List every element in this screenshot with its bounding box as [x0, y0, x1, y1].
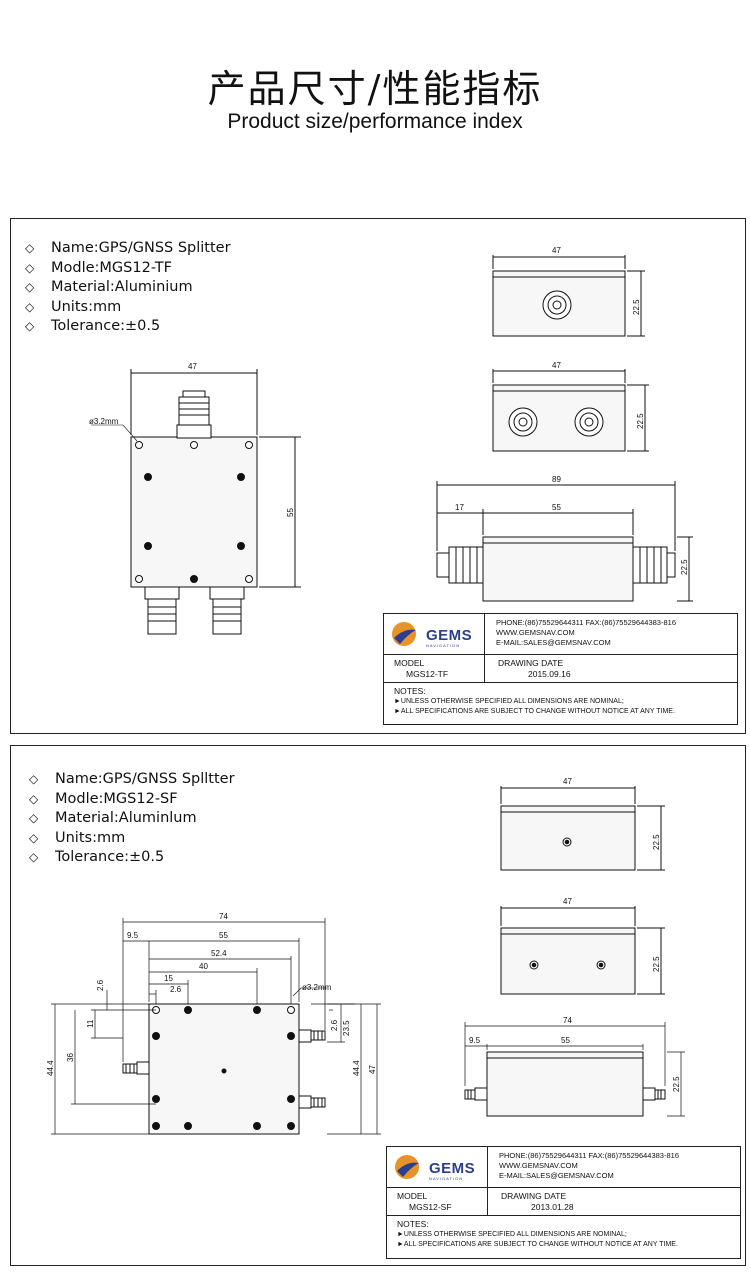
- side-view: [464, 1022, 685, 1117]
- end-view-single: [492, 255, 645, 337]
- dim-total-width: 74: [219, 912, 228, 921]
- end-view-single: [500, 786, 665, 871]
- dim-h444-right: 44.4: [352, 1060, 361, 1076]
- title-block: GEMS NAVIGATION PHONE:(86)75529644311 FA…: [383, 613, 738, 725]
- model-label: MODEL: [397, 1191, 428, 1201]
- dim-front-width: 47: [552, 361, 561, 370]
- dim-h36: 36: [66, 1053, 75, 1062]
- company-logo: GEMS NAVIGATION: [384, 614, 485, 654]
- end-view-double: [500, 906, 665, 995]
- spec-item: ◇Tolerance:±0.5: [25, 318, 161, 334]
- dim-side-left: 17: [455, 503, 464, 512]
- dim-side-total: 89: [552, 475, 561, 484]
- logo-text: GEMS: [429, 1160, 476, 1177]
- end-view-double: [492, 369, 649, 452]
- main-view: [51, 918, 381, 1135]
- spec-item: ◇Tolerance:±0.5: [29, 849, 165, 865]
- dim-r26: 2.6: [330, 1019, 339, 1031]
- company-logo: GEMS NAVIGATION: [387, 1147, 488, 1187]
- dim-h47: 47: [368, 1065, 377, 1074]
- model-value: MGS12-TF: [406, 669, 449, 679]
- spec-item: ◇Name:GPS/GNSS Splitter: [25, 240, 231, 256]
- drawing-tf: 47 55 ø3.2mm 47 22.5 47 22.5: [89, 246, 693, 635]
- date-label: DRAWING DATE: [501, 1191, 567, 1201]
- date-value: 2013.01.28: [531, 1202, 574, 1212]
- logo-globe-icon: [392, 622, 416, 646]
- dim-front-width: 47: [563, 897, 572, 906]
- dim-side-height: 22.5: [680, 559, 689, 575]
- dim-hole: ø3.2mm: [89, 417, 119, 426]
- dim-side-height: 22.5: [672, 1076, 681, 1092]
- dim-h235: 23.5: [342, 1020, 351, 1036]
- dim-side-left: 9.5: [469, 1036, 481, 1045]
- notes: NOTES: ►UNLESS OTHERWISE SPECIFIED ALL D…: [397, 1219, 678, 1248]
- page-title-cn: 产品尺寸/性能指标: [207, 67, 543, 111]
- date-label: DRAWING DATE: [498, 658, 564, 668]
- spec-item: ◇Modle:MGS12-TF: [25, 259, 172, 276]
- logo-subtext: NAVIGATION: [426, 643, 461, 648]
- dim-w40: 40: [199, 962, 208, 971]
- dim-offset: 9.5: [127, 931, 139, 940]
- dim-side-body: 55: [561, 1036, 570, 1045]
- dim-top-width: 47: [552, 246, 561, 255]
- side-view: [436, 481, 693, 602]
- spec-list: ◇Name:GPS/GNSS Splitter ◇Modle:MGS12-TF …: [25, 239, 231, 337]
- dim-top-width: 47: [563, 777, 572, 786]
- main-view: [91, 369, 301, 635]
- title-block: GEMS NAVIGATION PHONE:(86)75529644311 FA…: [386, 1146, 741, 1259]
- dim-v26: 2.6: [96, 979, 105, 991]
- drawing-sf: 74 9.5 55 52.4 40 15 2.6 2.6 11 44.4 36 …: [46, 777, 685, 1135]
- contact-info: PHONE:(86)75529644311 FAX:(86)7552964438…: [499, 1151, 679, 1180]
- contact-info: PHONE:(86)75529644311 FAX:(86)7552964438…: [496, 618, 676, 647]
- dim-w55: 55: [219, 931, 228, 940]
- dim-w26: 2.6: [170, 985, 182, 994]
- model-value: MGS12-SF: [409, 1202, 452, 1212]
- dim-hole: ø3.2mm: [302, 983, 332, 992]
- notes: NOTES: ►UNLESS OTHERWISE SPECIFIED ALL D…: [394, 686, 675, 715]
- logo-subtext: NAVIGATION: [429, 1176, 464, 1181]
- drawing-sheet-sf: ◇Name:GPS/GNSS Splltter ◇Modle:MGS12-SF …: [10, 745, 746, 1266]
- model-label: MODEL: [394, 658, 425, 668]
- dim-side-total: 74: [563, 1016, 572, 1025]
- spec-item: ◇Material:Aluminium: [25, 279, 193, 295]
- dim-h444-left: 44.4: [46, 1060, 55, 1076]
- spec-item: ◇Material:Aluminlum: [29, 810, 197, 826]
- dim-top-height: 22.5: [632, 299, 641, 315]
- page-title-en: Product size/performance index: [227, 110, 523, 133]
- logo-globe-icon: [395, 1155, 419, 1179]
- dim-main-height: 55: [286, 508, 295, 517]
- dim-side-body: 55: [552, 503, 561, 512]
- dim-front-height: 22.5: [636, 413, 645, 429]
- drawing-sheet-tf: ◇Name:GPS/GNSS Splitter ◇Modle:MGS12-TF …: [10, 218, 746, 734]
- spec-item: ◇Units:mm: [25, 298, 122, 315]
- dim-w524: 52.4: [211, 949, 227, 958]
- dim-w15: 15: [164, 974, 173, 983]
- spec-item: ◇Name:GPS/GNSS Splltter: [29, 771, 235, 787]
- dim-front-height: 22.5: [652, 956, 661, 972]
- dim-top-height: 22.5: [652, 834, 661, 850]
- spec-list: ◇Name:GPS/GNSS Splltter ◇Modle:MGS12-SF …: [29, 770, 235, 868]
- dim-v11: 11: [86, 1019, 95, 1028]
- spec-item: ◇Modle:MGS12-SF: [29, 790, 178, 807]
- date-value: 2015.09.16: [528, 669, 571, 679]
- spec-item: ◇Units:mm: [29, 829, 126, 846]
- logo-text: GEMS: [426, 627, 473, 644]
- dim-main-width: 47: [188, 362, 197, 371]
